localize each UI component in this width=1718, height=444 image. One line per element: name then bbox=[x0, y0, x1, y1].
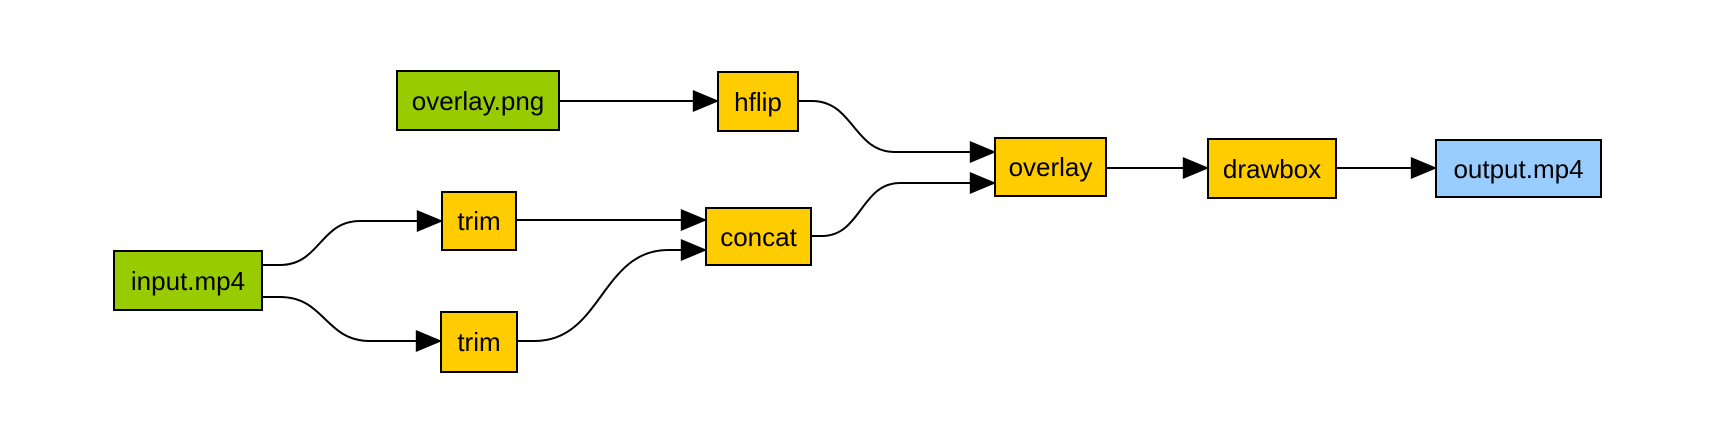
node-output-mp4: output.mp4 bbox=[1435, 139, 1602, 198]
node-trim-1-label: trim bbox=[457, 206, 501, 236]
node-trim-2-label: trim bbox=[457, 327, 501, 357]
node-drawbox: drawbox bbox=[1207, 138, 1337, 199]
node-overlay-png-label: overlay.png bbox=[411, 85, 545, 116]
edge-hflip-to-overlay bbox=[799, 100, 997, 163]
node-trim-1: trim bbox=[441, 191, 517, 251]
node-output-mp4-label: output.mp4 bbox=[1453, 153, 1584, 184]
node-trim-2: trim bbox=[440, 311, 518, 373]
node-overlay: overlay bbox=[994, 137, 1107, 197]
node-drawbox-label: drawbox bbox=[1222, 153, 1322, 184]
node-hflip: hflip bbox=[717, 71, 799, 132]
node-concat-label: concat bbox=[720, 221, 797, 252]
node-hflip-label: hflip bbox=[734, 86, 782, 117]
node-input-mp4-label: input.mp4 bbox=[130, 265, 246, 296]
edge-input.mp4-to-trim-2 bbox=[263, 296, 443, 352]
edge-concat-to-overlay bbox=[812, 172, 997, 237]
edge-input.mp4-to-trim-1 bbox=[263, 210, 444, 266]
node-concat: concat bbox=[705, 207, 812, 266]
node-overlay-png: overlay.png bbox=[396, 70, 560, 131]
node-overlay-label: overlay bbox=[1008, 152, 1093, 182]
node-input-mp4: input.mp4 bbox=[113, 250, 263, 311]
edge-trim-2-to-concat bbox=[518, 239, 708, 342]
